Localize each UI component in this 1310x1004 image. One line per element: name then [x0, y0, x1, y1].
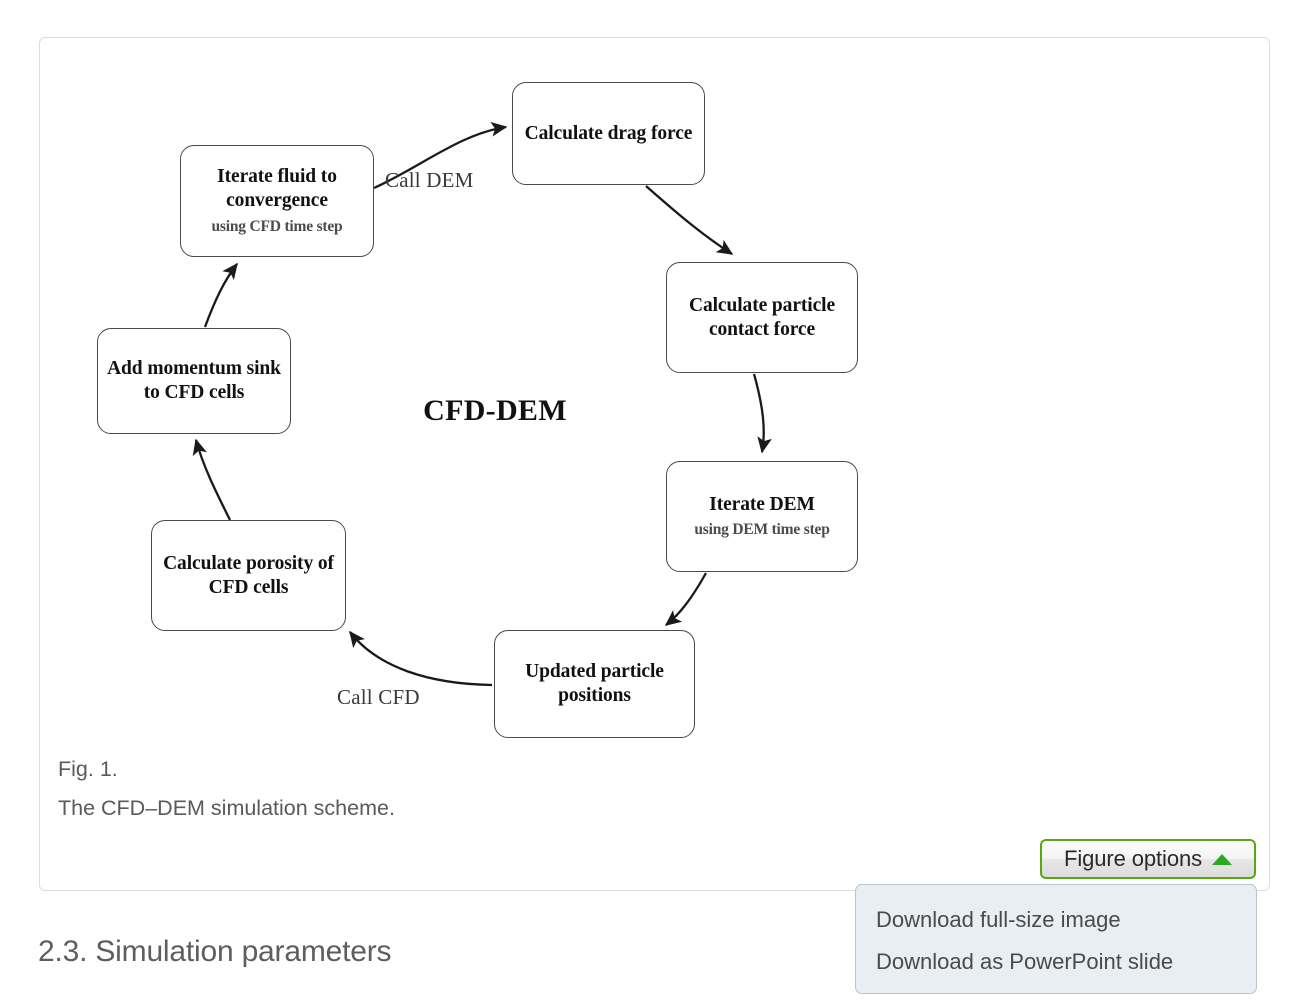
arrow-momentum-sink-to-iterate-fluid — [203, 262, 238, 328]
flow-node-contact-force: Calculate particle contact force — [666, 262, 858, 373]
diagram-center-title: CFD-DEM — [423, 394, 567, 427]
flow-node-title: Iterate DEM — [709, 493, 815, 515]
caret-up-icon — [1212, 853, 1232, 865]
flow-node-iterate-dem: Iterate DEM using DEM time step — [666, 461, 858, 572]
section-heading-simulation-parameters: 2.3. Simulation parameters — [38, 935, 392, 968]
edge-label-call-cfd: Call CFD — [337, 685, 420, 709]
figure-caption-text: The CFD–DEM simulation scheme. — [58, 796, 395, 821]
flow-node-title: Calculate drag force — [524, 122, 693, 144]
flow-node-title: Iterate fluid to convergence — [217, 166, 337, 212]
flow-node-title: Add momentum sink to CFD cells — [107, 358, 281, 403]
flow-node-subtitle: using CFD time step — [211, 217, 343, 235]
menu-item-download-full-size-image[interactable]: Download full-size image — [876, 907, 1121, 932]
arrow-porosity-to-momentum-sink — [192, 438, 232, 521]
arrow-iterate-dem-to-updated-positions — [664, 572, 708, 626]
figure-caption-number: Fig. 1. — [58, 757, 118, 781]
flow-node-subtitle: using DEM time step — [694, 521, 830, 539]
arrow-drag-force-to-contact-force — [645, 185, 734, 255]
flow-node-title: Updated particle positions — [525, 661, 664, 706]
flow-node-add-momentum-sink: Add momentum sink to CFD cells — [97, 328, 291, 434]
arrow-updated-positions-to-porosity — [349, 630, 493, 687]
arrow-contact-force-to-iterate-dem — [752, 373, 772, 454]
flow-node-iterate-fluid: Iterate fluid to convergence using CFD t… — [180, 145, 374, 257]
flow-node-updated-particle-positions: Updated particle positions — [494, 630, 695, 738]
figure-options-button[interactable]: Figure options — [1040, 839, 1256, 879]
menu-item-download-powerpoint-slide[interactable]: Download as PowerPoint slide — [876, 948, 1174, 974]
figure-options-menu: Download full-size image Download as Pow… — [855, 884, 1257, 994]
figure-panel: Iterate fluid to convergence using CFD t… — [39, 37, 1270, 891]
flow-node-title: Calculate particle contact force — [688, 294, 836, 340]
flow-node-calculate-porosity: Calculate porosity of CFD cells — [151, 520, 346, 631]
flow-node-drag-force: Calculate drag force — [512, 82, 705, 185]
edge-label-call-dem: Call DEM — [385, 168, 474, 192]
figure-caption: Fig. 1. The CFD–DEM simulation scheme. — [58, 750, 758, 828]
figure-options-button-label: Figure options — [1063, 846, 1202, 871]
cfd-dem-flow-diagram: Iterate fluid to convergence using CFD t… — [40, 38, 1269, 748]
flow-node-title: Calculate porosity of CFD cells — [163, 552, 334, 598]
